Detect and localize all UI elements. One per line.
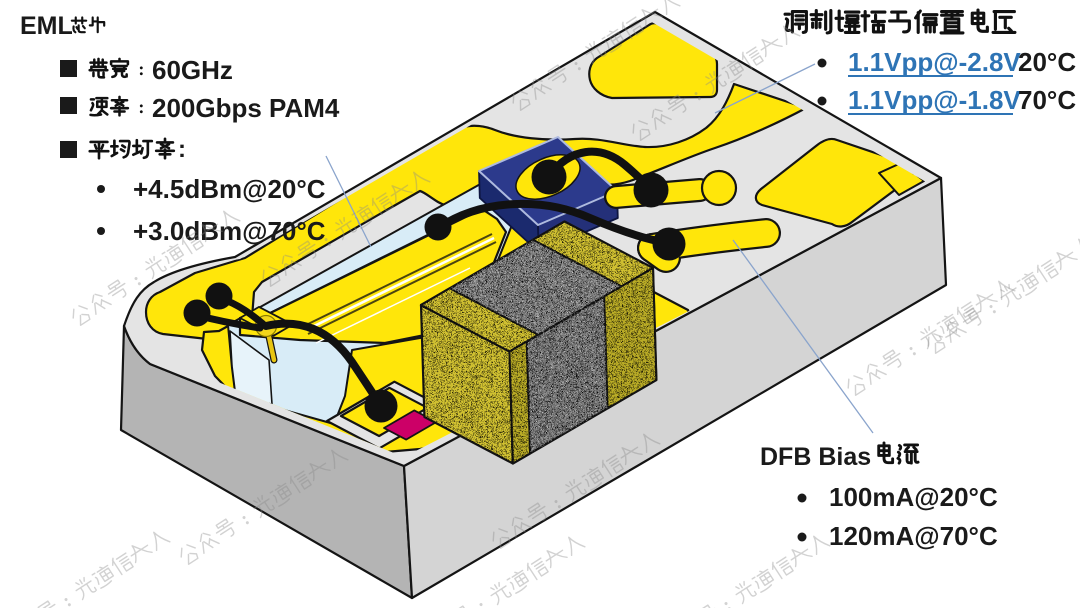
svg-text:20°C: 20°C	[1018, 47, 1076, 77]
svg-text:70°C: 70°C	[1018, 85, 1076, 115]
svg-text:60GHz: 60GHz	[152, 55, 233, 85]
svg-text:EML: EML	[20, 12, 73, 40]
svg-text:200Gbps PAM4: 200Gbps PAM4	[152, 93, 340, 123]
svg-text:+4.5dBm@20°C: +4.5dBm@20°C	[133, 174, 326, 204]
svg-text::: :	[178, 136, 186, 163]
svg-text:100mA@20°C: 100mA@20°C	[829, 482, 998, 512]
svg-text:1.1Vpp@-2.8V: 1.1Vpp@-2.8V	[848, 47, 1021, 77]
svg-text:DFB Bias: DFB Bias	[760, 443, 871, 471]
svg-text:120mA@70°C: 120mA@70°C	[829, 521, 998, 551]
svg-text:1.1Vpp@-1.8V: 1.1Vpp@-1.8V	[848, 85, 1021, 115]
svg-text:+3.0dBm@70°C: +3.0dBm@70°C	[133, 216, 326, 246]
